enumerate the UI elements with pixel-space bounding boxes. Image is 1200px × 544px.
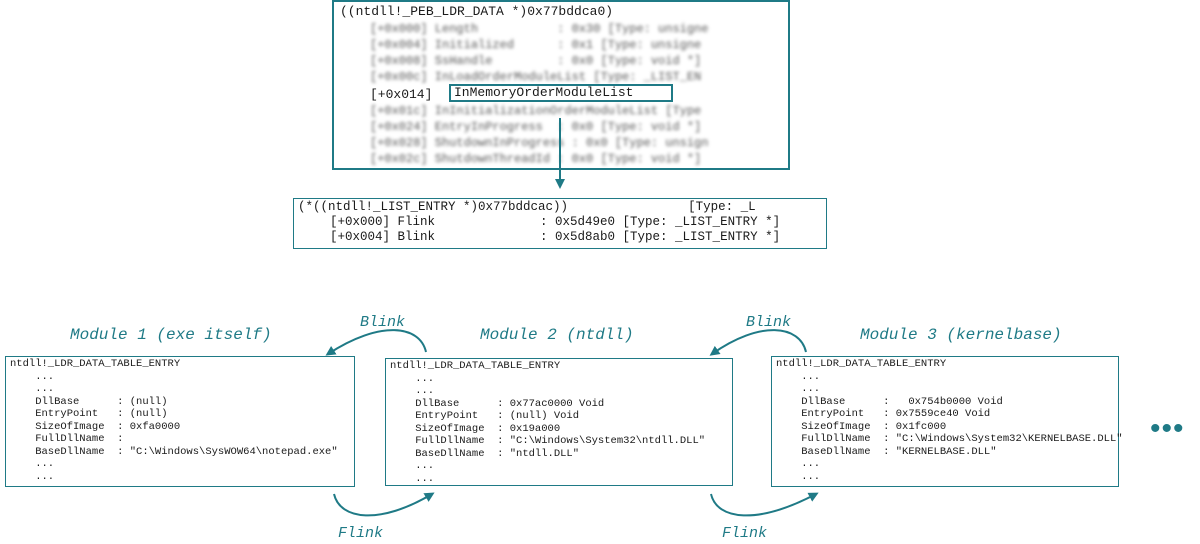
module-line: FullDllName : "C:\Windows\System32\ntdll… — [390, 435, 706, 447]
module-3-box: ntdll!_LDR_DATA_TABLE_ENTRY ... ... DllB… — [771, 356, 1123, 487]
module-3-title: Module 3 (kernelbase) — [860, 326, 1062, 344]
module-line: SizeOfImage : 0x1fc000 — [776, 420, 947, 433]
module-line: BaseDllName : "C:\Windows\SysWOW64\notep… — [10, 445, 338, 458]
list-entry-flink: [+0x000] Flink : 0x5d49e0 [Type: _LIST_E… — [330, 215, 781, 229]
module-line: DllBase : 0x77ac0000 Void — [390, 397, 605, 410]
selected-field-in-memory-order-module-list: InMemoryOrderModuleList — [449, 84, 673, 102]
module-line: ... — [776, 383, 821, 395]
module-line: ... — [390, 472, 435, 485]
blink-arrow-1 — [325, 329, 427, 356]
module-line: ... — [776, 458, 821, 470]
module-line: ... — [390, 460, 435, 472]
module-2-box: ntdll!_LDR_DATA_TABLE_ENTRY ... ... DllB… — [385, 358, 733, 486]
module-line: EntryPoint : 0x7559ce40 Void — [776, 408, 991, 420]
module-line: ntdll!_LDR_DATA_TABLE_ENTRY — [776, 358, 947, 370]
module-line: FullDllName : "C:\Windows\System32\KERNE… — [776, 433, 1123, 445]
flink-arrow-2 — [710, 492, 819, 517]
module-1-box: ntdll!_LDR_DATA_TABLE_ENTRY ... ... DllB… — [5, 356, 355, 487]
module-line: ... — [776, 370, 821, 383]
module-line: ... — [10, 470, 55, 483]
list-entry-title: (*((ntdll!_LIST_ENTRY *)0x77bddcac)) [Ty… — [298, 200, 756, 214]
module-line: ... — [10, 383, 55, 395]
module-line: SizeOfImage : 0x19a000 — [390, 422, 561, 435]
module-line: SizeOfImage : 0xfa0000 — [10, 420, 181, 433]
blink-label-1: Blink — [360, 314, 406, 331]
peb-blurred-field: [+0x008] SsHandle : 0x0 [Type: void *] — [370, 54, 702, 68]
peb-blurred-field: [+0x01c] InInitializationOrderModuleList… — [370, 104, 702, 118]
module-line: ... — [10, 370, 55, 383]
peb-ldr-data-box: ((ntdll!_PEB_LDR_DATA *)0x77bddca0) [+0x… — [332, 0, 790, 170]
module-line: BaseDllName : "KERNELBASE.DLL" — [776, 445, 997, 458]
module-1-title: Module 1 (exe itself) — [70, 326, 272, 344]
module-line: DllBase : 0x754b0000 Void — [776, 395, 1003, 408]
module-2-title: Module 2 (ntdll) — [480, 326, 634, 344]
list-entry-blink: [+0x004] Blink : 0x5d8ab0 [Type: _LIST_E… — [330, 230, 781, 244]
peb-blurred-field: [+0x000] Length : 0x30 [Type: unsigne — [370, 22, 709, 36]
blink-arrow-2 — [709, 329, 807, 356]
selected-field-offset: [+0x014] — [370, 87, 433, 102]
module-line: EntryPoint : (null) — [10, 408, 168, 420]
module-line: ... — [390, 372, 435, 385]
list-entry-box: (*((ntdll!_LIST_ENTRY *)0x77bddcac)) [Ty… — [293, 198, 827, 249]
flink-label-1: Flink — [338, 525, 384, 542]
peb-blurred-field: [+0x024] EntryInProgress : 0x0 [Type: vo… — [370, 120, 702, 134]
peb-blurred-field: [+0x004] Initialized : 0x1 [Type: unsign… — [370, 38, 702, 52]
module-line: EntryPoint : (null) Void — [390, 410, 580, 422]
module-line: ... — [10, 458, 55, 470]
module-line: FullDllName : — [10, 433, 124, 445]
module-line: BaseDllName : "ntdll.DLL" — [390, 447, 580, 460]
module-line: ... — [776, 470, 821, 483]
module-line: ntdll!_LDR_DATA_TABLE_ENTRY — [10, 358, 181, 370]
continuation-ellipsis-icon: ••• — [1150, 412, 1185, 445]
peb-blurred-field: [+0x028] ShutdownInProgress : 0x0 [Type:… — [370, 136, 709, 150]
peb-blurred-field: [+0x00c] InLoadOrderModuleList [Type: _L… — [370, 70, 702, 84]
flink-arrow-1 — [333, 492, 435, 517]
module-line: ... — [390, 385, 435, 397]
blink-label-2: Blink — [746, 314, 792, 331]
peb-blurred-field: [+0x02c] ShutdownThreadId : 0x0 [Type: v… — [370, 152, 702, 166]
module-line: ntdll!_LDR_DATA_TABLE_ENTRY — [390, 360, 561, 372]
module-line: DllBase : (null) — [10, 395, 168, 408]
flink-label-2: Flink — [722, 525, 768, 542]
peb-ldr-data-title: ((ntdll!_PEB_LDR_DATA *)0x77bddca0) — [340, 4, 614, 19]
